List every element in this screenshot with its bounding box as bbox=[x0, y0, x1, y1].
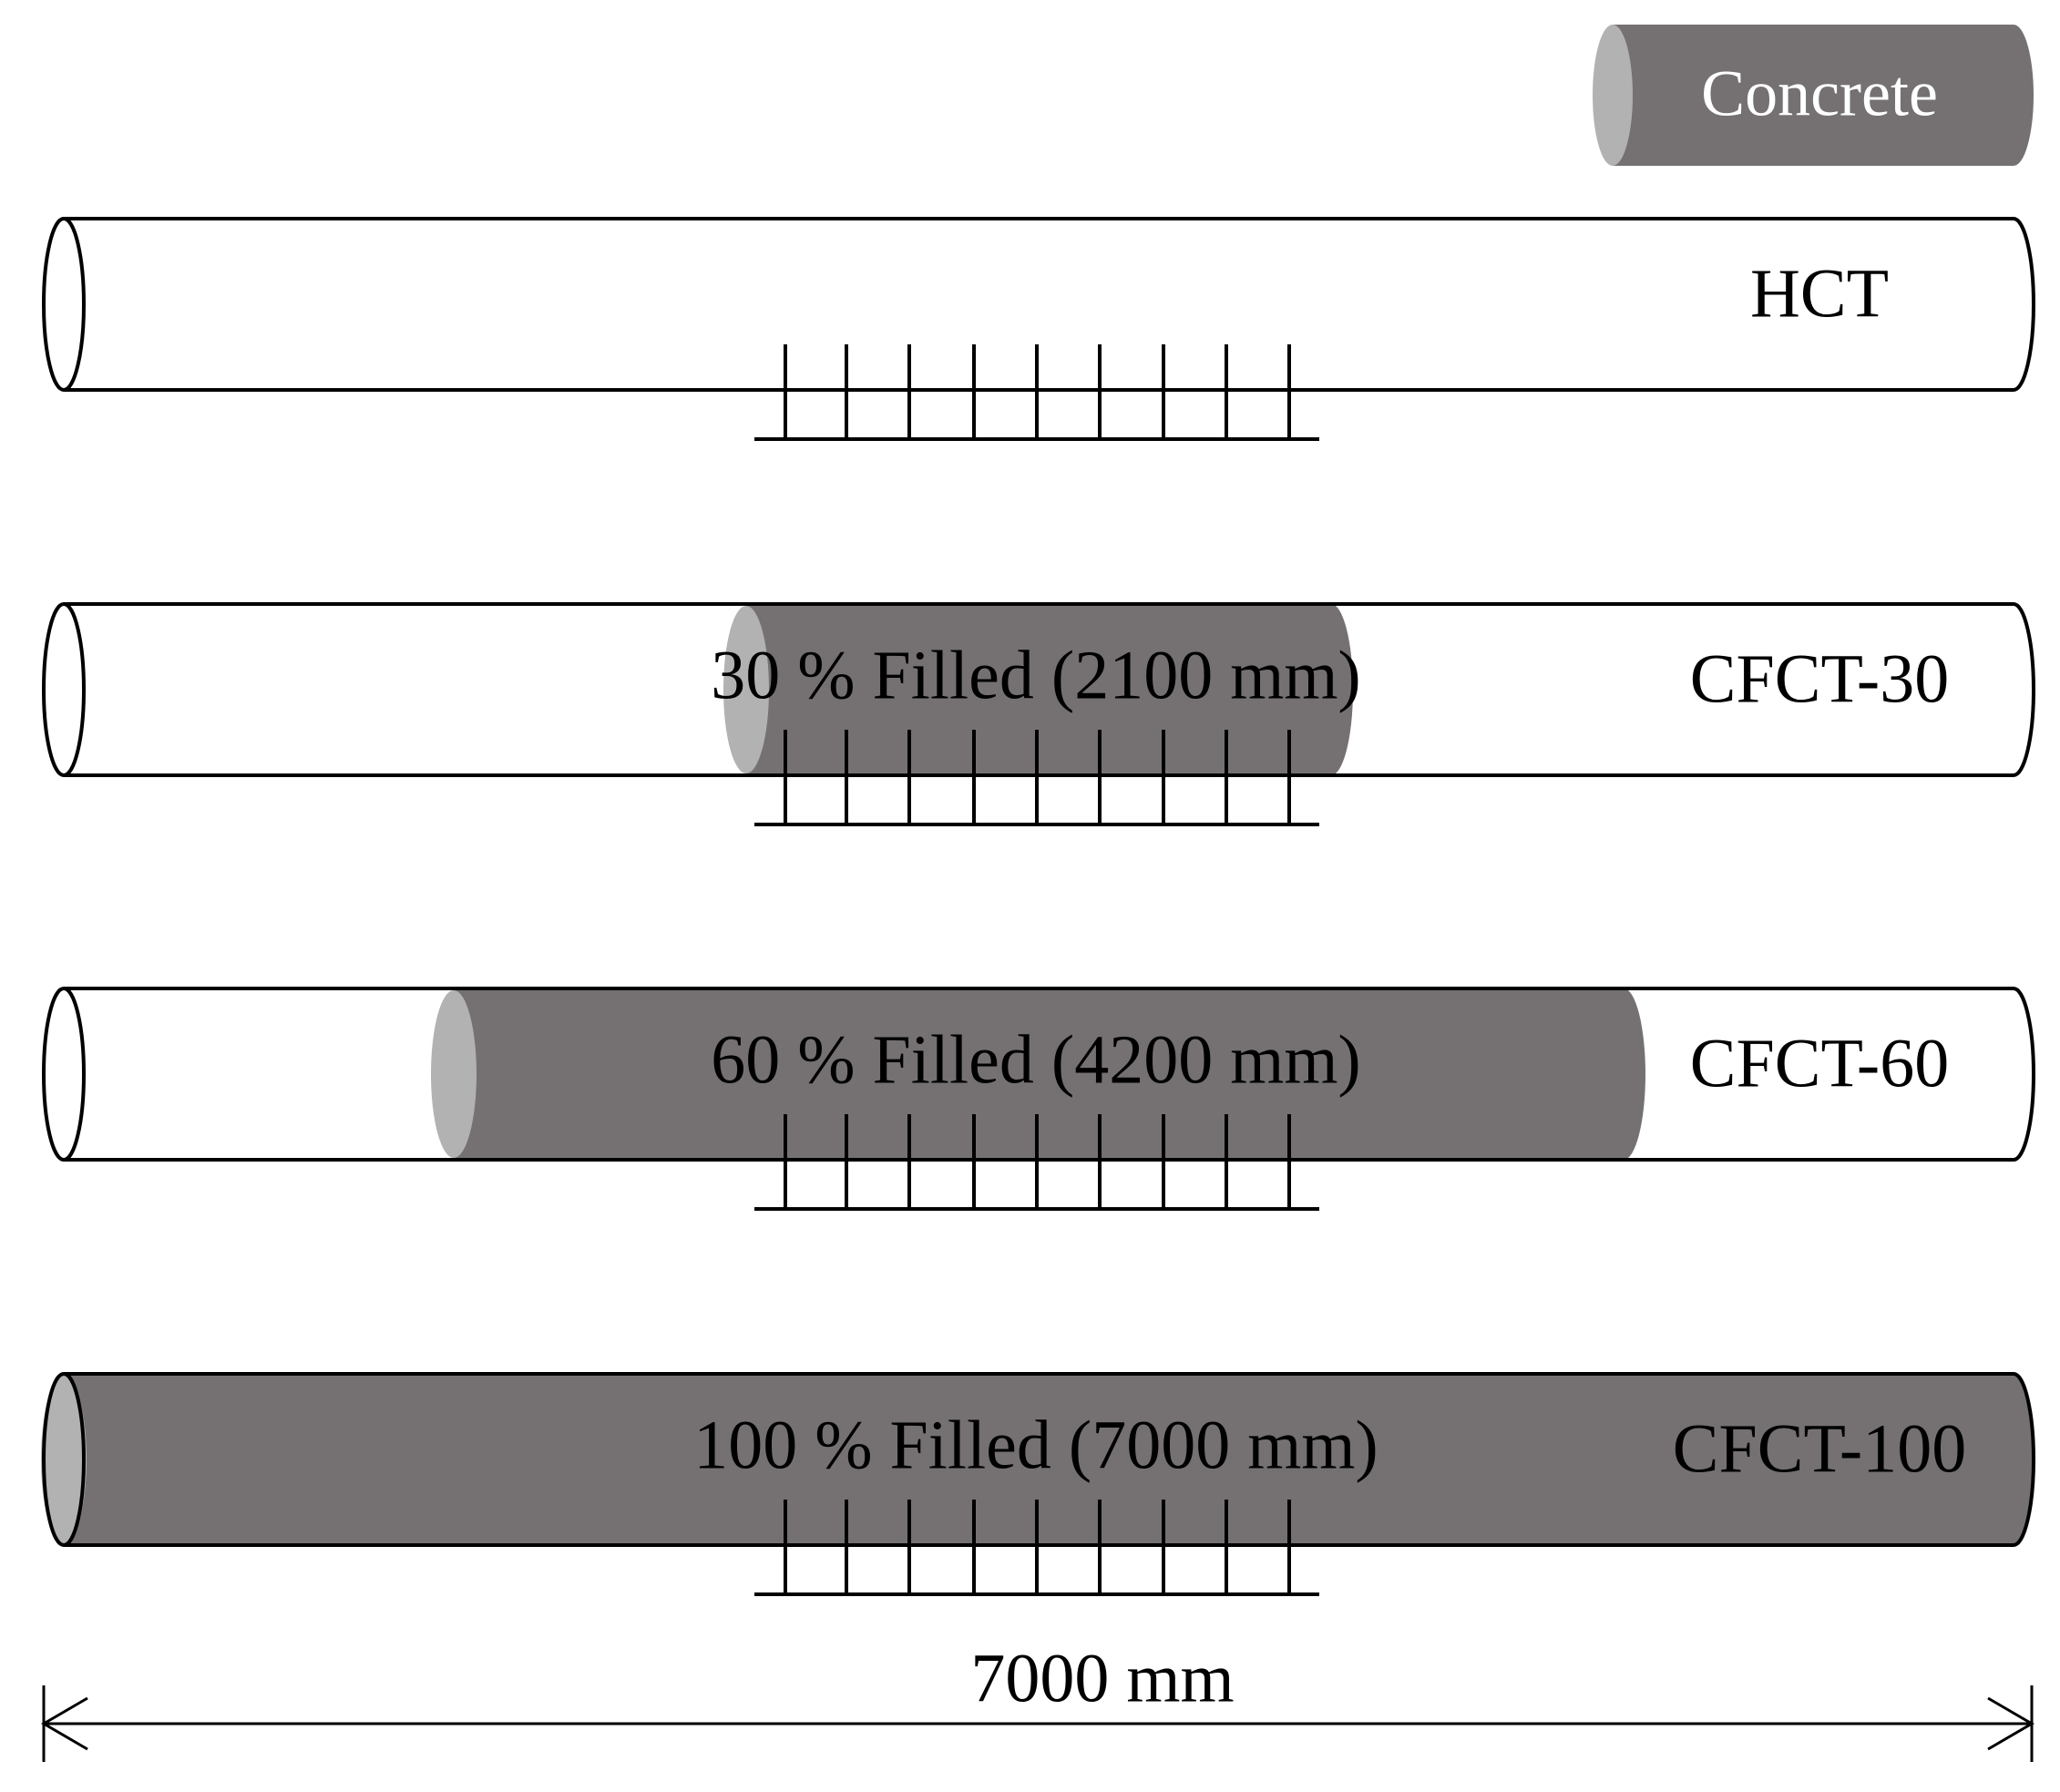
specimen-cfct-30: 30 % Filled (2100 mm) CFCT-30 bbox=[42, 602, 2035, 826]
concrete-fill bbox=[746, 604, 1353, 775]
specimen-label: CFCT-60 bbox=[1690, 1025, 1949, 1101]
specimen-cfct-100: 100 % Filled (7000 mm) CFCT-100 bbox=[41, 1372, 2035, 1596]
legend: Concrete bbox=[1593, 25, 2034, 166]
fill-label: 30 % Filled (2100 mm) bbox=[711, 637, 1361, 713]
support-ladder-icon bbox=[754, 1114, 1319, 1211]
dimension-label: 7000 mm bbox=[970, 1640, 1234, 1716]
specimen-tubes: HCT 30 % Filled (2100 mm) CFCT-30 60 % Fill… bbox=[41, 217, 2035, 1596]
fill-label: 100 % Filled (7000 mm) bbox=[693, 1407, 1378, 1483]
legend-label: Concrete bbox=[1701, 57, 1938, 130]
tube-right-cap bbox=[2013, 217, 2035, 392]
tube-right-cap bbox=[2013, 987, 2035, 1162]
tube-body bbox=[64, 219, 2034, 390]
legend-concrete-end bbox=[1593, 25, 1633, 166]
tube-left-end bbox=[42, 602, 86, 777]
specimen-cfct-60: 60 % Filled (4200 mm) CFCT-60 bbox=[42, 987, 2035, 1211]
tube-left-end bbox=[42, 217, 86, 392]
tube-right-cap bbox=[2013, 1372, 2035, 1547]
arrow-right-icon bbox=[1987, 1696, 2034, 1751]
concrete-fill-end bbox=[431, 990, 477, 1158]
tube-left-end bbox=[42, 1372, 86, 1547]
specimen-label: CFCT-30 bbox=[1690, 640, 1949, 717]
concrete-fill bbox=[454, 988, 1645, 1160]
legend-concrete-swatch bbox=[1613, 25, 2014, 166]
arrow-left-icon bbox=[41, 1696, 88, 1751]
fill-label: 60 % Filled (4200 mm) bbox=[711, 1021, 1361, 1098]
support-ladder-icon bbox=[754, 1500, 1319, 1596]
specimen-hct: HCT bbox=[42, 217, 2035, 441]
concrete-fill bbox=[64, 1374, 2034, 1545]
concrete-fill-end bbox=[723, 606, 769, 773]
support-ladder-icon bbox=[754, 344, 1319, 441]
length-dimension: 7000 mm bbox=[41, 1640, 2034, 1762]
specimen-label: CFCT-100 bbox=[1673, 1410, 1966, 1487]
support-ladder-icon bbox=[754, 730, 1319, 826]
tube-left-end bbox=[42, 987, 86, 1162]
tube-right-cap bbox=[2013, 602, 2035, 777]
legend-concrete-right-end bbox=[1993, 25, 2034, 166]
specimen-label: HCT bbox=[1750, 255, 1889, 332]
